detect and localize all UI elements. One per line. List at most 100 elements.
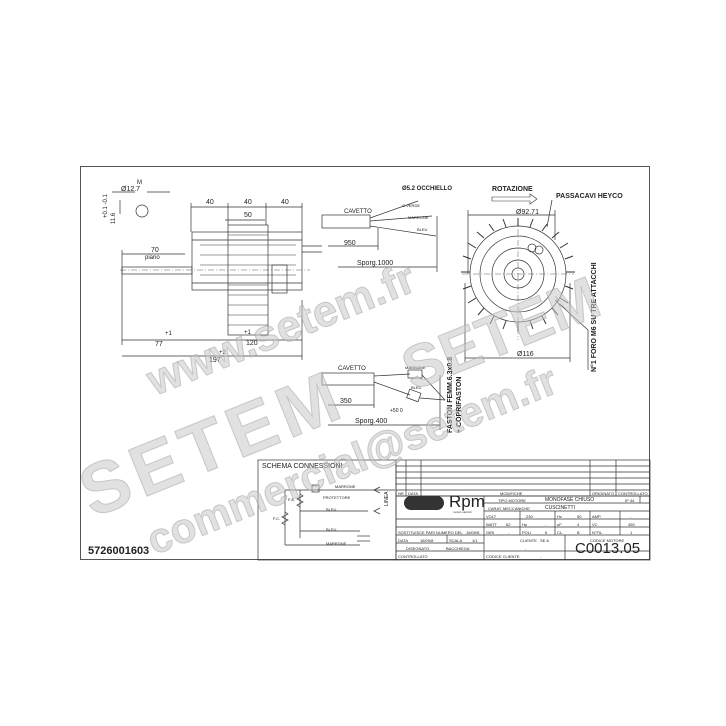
motor-code: C0013.05 (575, 540, 641, 557)
shaft-m: M (137, 180, 142, 186)
rotation-label: ROTAZIONE (492, 186, 533, 193)
hp-value: - (545, 522, 547, 527)
fil-value: 1 (630, 530, 633, 535)
dim-50: 50 (244, 212, 252, 219)
sostituisce-value: 16/09/8 (466, 530, 480, 535)
cable-top-label: CAVETTO (344, 209, 372, 215)
schema-marrone-1: MARRONE (335, 484, 356, 489)
schema-fc: F.C. (273, 516, 281, 521)
schema-protettore: PROTETTORE (323, 495, 351, 500)
rev-header-originato: ORIGINATO (592, 491, 615, 496)
schema-bleu-1: BLEU (326, 507, 337, 512)
eyelet-label: Ø5.2 OCCHIELLO (402, 186, 453, 192)
caratt-label: CARAT. MECCANICHE (488, 506, 530, 511)
codice-motore-label: CODICE MOTORE (590, 538, 625, 543)
shaft-note: piano (145, 255, 160, 261)
tol-197: +2 (219, 350, 226, 356)
uf-value: 4 (577, 522, 580, 527)
rev-header-nr: NR (398, 491, 404, 496)
dim-950: 950 (344, 240, 356, 247)
fil-label: N°FIL. (592, 530, 604, 535)
dim-40-c: 40 (281, 199, 289, 206)
rev-header-modifiche: MODIFICHE (500, 491, 523, 496)
grommet-label: PASSACAVI HEYCO (556, 193, 623, 200)
motor-rotor (227, 224, 269, 336)
rev-header-data: DATA (408, 491, 419, 496)
tol-400: +50 0 (390, 408, 403, 414)
amp-value: - (630, 514, 632, 519)
rev-header-controllato: CONTROLLATO (618, 491, 648, 496)
dim-sporg-400: Sporg.400 (355, 418, 388, 425)
data-label: DATA (398, 538, 409, 543)
uf-label: uF (557, 522, 562, 527)
motor-body (191, 231, 303, 291)
wire-brown-bottom: MARRONE (405, 365, 426, 370)
watt-value: 62 (506, 522, 511, 527)
schema-bleu-2: BLEU (326, 527, 337, 532)
schema-linea: LINEA (384, 491, 390, 506)
rpm-logo-icon (404, 496, 444, 510)
giri-value: - (508, 530, 510, 535)
vc-label: VC (592, 522, 598, 527)
disegnato-value: BACCHIEGA (446, 546, 470, 551)
vc-value: 450 (628, 522, 635, 527)
codice-cliente-label: CODICE CLIENTE (486, 554, 520, 559)
cliente-value-2: - (525, 546, 527, 551)
faston-label: FASTON FEMM.6.3x0.8 (447, 356, 454, 433)
wire-blue-bottom: BLEU (411, 385, 422, 390)
caratt-value: CUSCINETTI (545, 505, 575, 511)
watt-label: WATT (486, 522, 497, 527)
cliente-value: SE-6 (540, 538, 549, 543)
dim-350: 350 (340, 398, 352, 405)
hz-label: Hz (557, 514, 562, 519)
hz-value: 50 (577, 514, 582, 519)
amp-label: AMP. (592, 514, 602, 519)
controllato-label: CONTROLLATO (398, 554, 428, 559)
scala-value: 1/1 (472, 538, 478, 543)
cliente-label: CLIENTE (520, 538, 537, 543)
ip-rating: IP 44 (625, 498, 635, 503)
schema-title: SCHEMA CONNESSIONI (262, 463, 343, 470)
shaft-diameter: Ø12.7 (121, 186, 141, 193)
sostituisce-label: SOSTITUISCE PARI NUMERO DEL (398, 530, 463, 535)
poli-label: POLI (522, 530, 532, 535)
volt-value: 230 (526, 514, 533, 519)
faston-cover-label: + COPRIFASTON (456, 376, 463, 433)
dim-77: 77 (155, 341, 163, 348)
cl-label: CL. (557, 530, 564, 535)
tipo-motore-value: MONOFASE CHIUSO (545, 497, 595, 503)
data-value: 16/09/8 (420, 538, 434, 543)
dim-bolt-circle: Ø92.71 (516, 209, 539, 216)
dim-197: 197 (209, 357, 221, 364)
shaft-flat: 11.6 (111, 212, 117, 224)
wire-blue: BLEU (417, 227, 428, 232)
scala-label: SCALA (449, 538, 463, 543)
cable-bottom-label: CAVETTO (338, 366, 366, 372)
giri-label: GIRI (486, 530, 495, 535)
dim-sporg-1000: Sporg.1000 (357, 260, 394, 267)
tipo-motore-label: TIPO MOTORE (498, 498, 526, 503)
tol-77: +1 (165, 331, 172, 337)
shaft-tol: +0.1 -0.1 (103, 194, 109, 218)
dim-40-a: 40 (206, 199, 214, 206)
part-number: 5726001603 (88, 545, 150, 557)
brand-name: Rpm (449, 492, 485, 511)
mount-note: N°1 FORO M6 SU TRE ATTACCHI (591, 262, 598, 372)
poli-value: 6 (545, 530, 548, 535)
dim-70: 70 (151, 247, 159, 254)
wire-brown: MARRONE (408, 215, 429, 220)
cl-value: B (577, 530, 580, 535)
schema-fa: F.A. (288, 497, 295, 502)
wire-green: G.VERDE (402, 203, 421, 208)
dim-40-b: 40 (244, 199, 252, 206)
brand-subtitle: motori elettrici (453, 510, 472, 514)
schema-marrone-2: MARRONE (326, 541, 347, 546)
dim-120: 120 (246, 340, 258, 347)
drawing-frame (80, 166, 650, 560)
disegnato-label: DISEGNATO (406, 546, 430, 551)
hp-label: Hp (522, 522, 528, 527)
tol-120: +1 (244, 330, 251, 336)
dim-outer-diameter: Ø116 (517, 351, 534, 358)
volt-label: VOLT (486, 514, 497, 519)
